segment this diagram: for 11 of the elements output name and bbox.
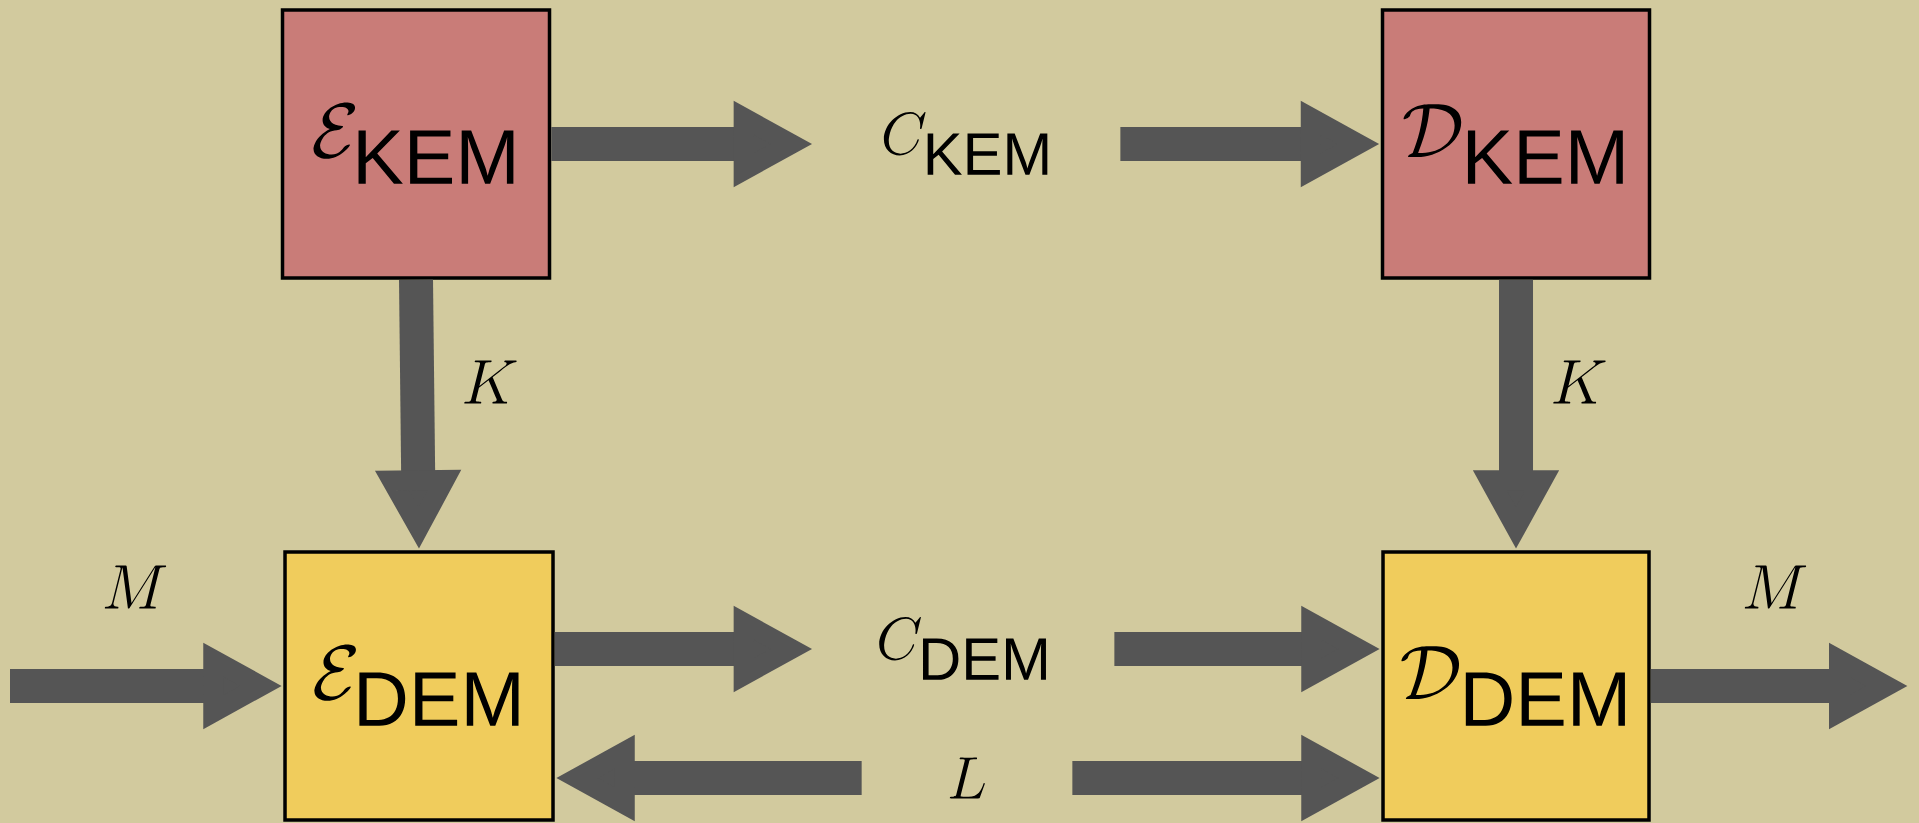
signal-label: $C_{\textsf{DEM}}$: [879, 617, 1046, 680]
edge-label: $K$: [1553, 360, 1606, 404]
signal-label: $L$: [949, 757, 985, 799]
edge-label: $K$: [464, 360, 517, 404]
process-box: $\mathcal{E}_{\textsf{KEM}}$: [280, 8, 552, 280]
edge-label: $M$: [1744, 565, 1807, 609]
process-box: $\mathcal{D}_{\textsf{DEM}}$: [1381, 550, 1651, 822]
edge-label: $M$: [104, 565, 167, 609]
signal-label: $C_{\textsf{KEM}}$: [883, 112, 1048, 175]
process-box: $\mathcal{E}_{\textsf{DEM}}$: [283, 550, 555, 822]
process-box: $\mathcal{D}_{\textsf{KEM}}$: [1380, 8, 1652, 280]
